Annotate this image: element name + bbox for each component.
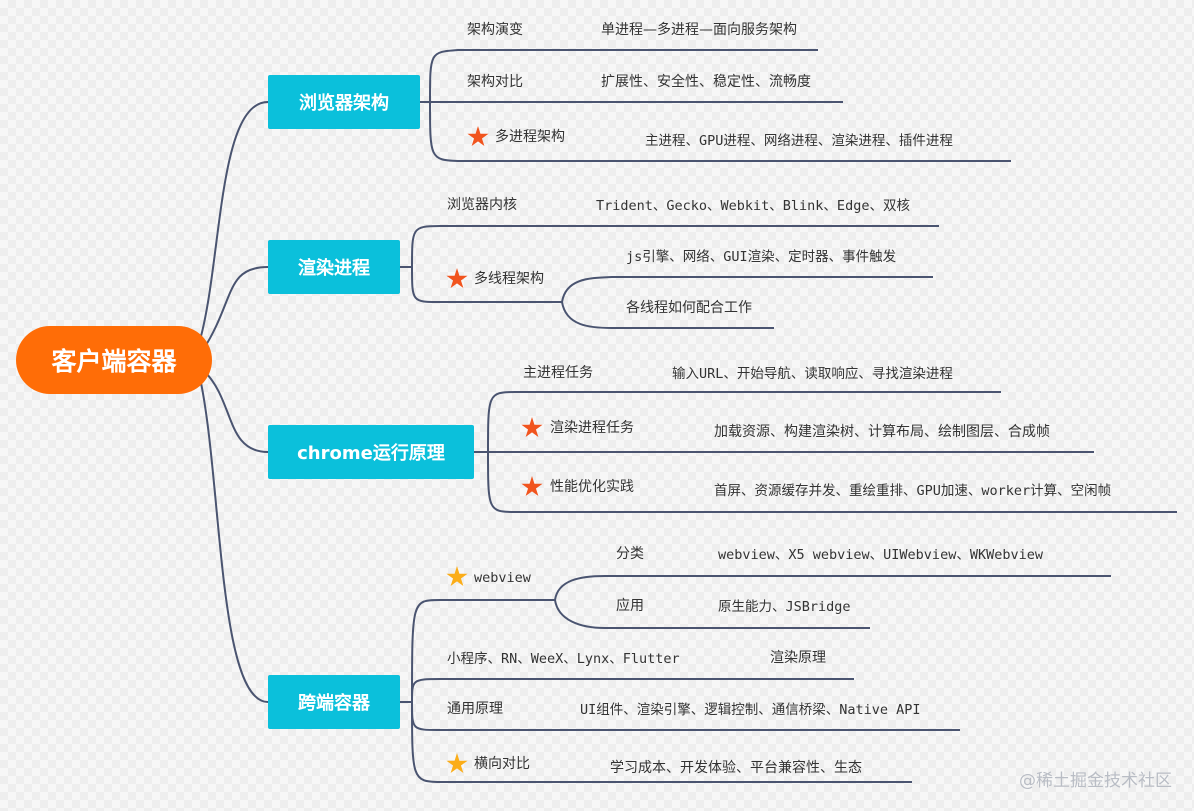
detail-cross-frameworks: 渲染原理 bbox=[770, 650, 826, 666]
detail-architecture-compare: 扩展性、安全性、稳定性、流畅度 bbox=[601, 74, 811, 90]
root-node: 客户端容器 bbox=[16, 326, 212, 394]
topic-webview-application: 应用 bbox=[616, 598, 644, 614]
detail-performance-optimization: 首屏、资源缓存并发、重绘重排、GPU加速、worker计算、空闲帧 bbox=[714, 483, 1112, 499]
watermark: @稀土掘金技术社区 bbox=[1019, 771, 1172, 791]
detail-main-process-task: 输入URL、开始导航、读取响应、寻找渲染进程 bbox=[672, 366, 953, 382]
branch-browser-architecture: 浏览器架构 bbox=[268, 75, 420, 129]
detail-general-principle: UI组件、渲染引擎、逻辑控制、通信桥梁、Native API bbox=[580, 702, 921, 718]
topic-architecture-compare: 架构对比 bbox=[467, 74, 523, 90]
detail-webview-application: 原生能力、JSBridge bbox=[718, 599, 851, 615]
detail-multi-process: 主进程、GPU进程、网络进程、渲染进程、插件进程 bbox=[645, 133, 953, 149]
topic-multi-thread: 多线程架构 bbox=[474, 271, 544, 287]
topic-performance-optimization: 性能优化实践 bbox=[550, 479, 634, 495]
topic-browser-kernel: 浏览器内核 bbox=[447, 197, 517, 213]
topic-horizontal-compare: 横向对比 bbox=[474, 756, 530, 772]
topic-architecture-evolution: 架构演变 bbox=[467, 22, 523, 38]
detail-render-process-task: 加载资源、构建渲染树、计算布局、绘制图层、合成帧 bbox=[714, 424, 1050, 440]
branch-render-process: 渲染进程 bbox=[268, 240, 400, 294]
topic-webview: webview bbox=[474, 570, 531, 586]
topic-webview-category: 分类 bbox=[616, 546, 644, 562]
detail-browser-kernel: Trident、Gecko、Webkit、Blink、Edge、双核 bbox=[596, 198, 910, 214]
detail-architecture-evolution: 单进程—多进程—面向服务架构 bbox=[601, 22, 797, 38]
detail-thread-cooperation: 各线程如何配合工作 bbox=[626, 300, 752, 316]
branch-chrome-principle: chrome运行原理 bbox=[268, 425, 474, 479]
topic-cross-frameworks: 小程序、RN、WeeX、Lynx、Flutter bbox=[447, 651, 680, 667]
detail-thread-components: js引擎、网络、GUI渲染、定时器、事件触发 bbox=[626, 249, 897, 265]
detail-horizontal-compare: 学习成本、开发体验、平台兼容性、生态 bbox=[610, 760, 862, 776]
topic-general-principle: 通用原理 bbox=[447, 701, 503, 717]
detail-webview-category: webview、X5 webview、UIWebview、WKWebview bbox=[718, 547, 1043, 563]
branch-cross-platform: 跨端容器 bbox=[268, 675, 400, 729]
topic-main-process-task: 主进程任务 bbox=[523, 365, 593, 381]
topic-multi-process: 多进程架构 bbox=[495, 129, 565, 145]
topic-render-process-task: 渲染进程任务 bbox=[550, 420, 634, 436]
